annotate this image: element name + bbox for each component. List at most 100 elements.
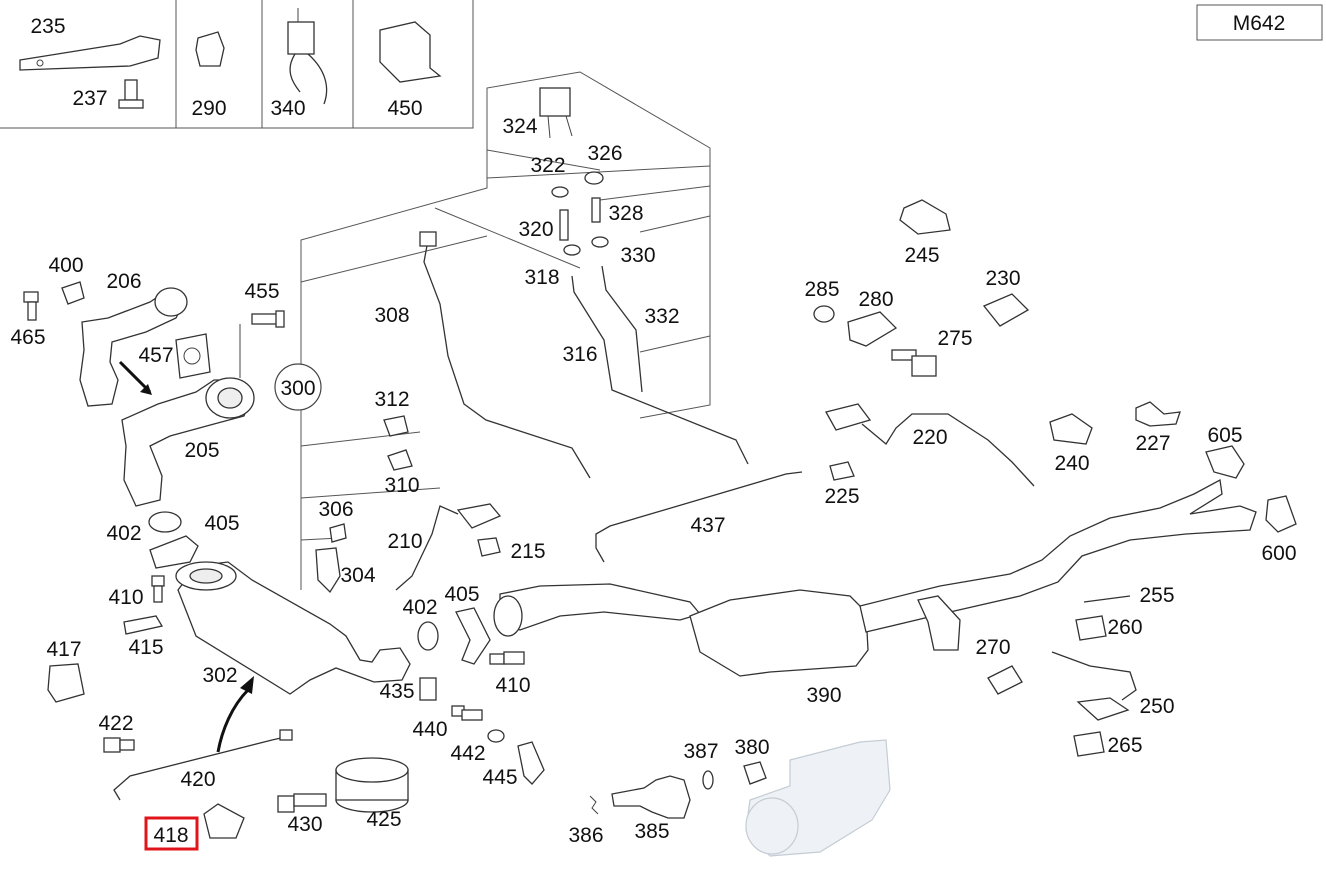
callout-435[interactable]: 435 <box>379 680 414 703</box>
callout-328[interactable]: 328 <box>608 202 643 225</box>
callout-210[interactable]: 210 <box>387 530 422 553</box>
bolt-440-part[interactable] <box>451 705 483 721</box>
plate-435-part[interactable] <box>419 677 437 701</box>
injector-385-part[interactable] <box>611 775 691 819</box>
callout-318[interactable]: 318 <box>524 266 559 289</box>
clamp-322-part[interactable] <box>551 186 569 198</box>
bolt-422-part[interactable] <box>103 737 135 753</box>
clamp-330-part[interactable] <box>591 236 609 248</box>
callout-306[interactable]: 306 <box>318 498 353 521</box>
clip-245-part[interactable] <box>899 199 951 235</box>
hose-328-part[interactable] <box>591 197 601 223</box>
callout-605[interactable]: 605 <box>1207 424 1242 447</box>
callout-385[interactable]: 385 <box>634 820 669 843</box>
converter-340-part[interactable] <box>287 8 328 105</box>
bolt-455-part[interactable] <box>251 310 285 328</box>
connector-417-part[interactable] <box>47 663 85 703</box>
callout-410-b[interactable]: 410 <box>495 674 530 697</box>
callout-230[interactable]: 230 <box>985 267 1020 290</box>
bracket-255-part[interactable] <box>1083 595 1131 603</box>
flange-405b-part[interactable] <box>455 607 491 665</box>
callout-240[interactable]: 240 <box>1054 452 1089 475</box>
callout-245[interactable]: 245 <box>904 244 939 267</box>
bracket-310-part[interactable] <box>387 449 413 471</box>
catalyst-390-part[interactable] <box>689 589 869 677</box>
sensor-cable-250-part[interactable] <box>1051 651 1137 701</box>
bracket-304-part[interactable] <box>315 547 341 594</box>
nozzle-380-part[interactable] <box>743 761 767 785</box>
washer-442-part[interactable] <box>487 729 505 743</box>
filter-302-part[interactable] <box>177 561 411 695</box>
callout-386[interactable]: 386 <box>568 824 603 847</box>
callout-425[interactable]: 425 <box>366 808 401 831</box>
clip-290-part[interactable] <box>195 31 225 67</box>
bushing-306-part[interactable] <box>329 523 347 543</box>
nut-215-part[interactable] <box>477 537 501 557</box>
callout-402-a[interactable]: 402 <box>106 522 141 545</box>
callout-205[interactable]: 205 <box>184 439 219 462</box>
callout-225[interactable]: 225 <box>824 485 859 508</box>
flange-405-part[interactable] <box>149 535 199 569</box>
clip-418-part[interactable] <box>203 803 245 839</box>
line-316-part[interactable] <box>571 275 749 465</box>
connector-270-part[interactable] <box>987 665 1023 695</box>
callout-250[interactable]: 250 <box>1139 695 1174 718</box>
bracket-445-part[interactable] <box>517 741 545 785</box>
callout-400[interactable]: 400 <box>48 254 83 277</box>
bolt-465-part[interactable] <box>23 291 39 321</box>
nut-260-part[interactable] <box>1075 615 1107 641</box>
rear-pipe-part[interactable] <box>859 478 1257 633</box>
callout-316[interactable]: 316 <box>562 343 597 366</box>
hose-320-part[interactable] <box>559 209 569 241</box>
heat-shield-450-part[interactable] <box>379 21 442 83</box>
callout-275[interactable]: 275 <box>937 327 972 350</box>
sensor-cable-210-part[interactable] <box>395 505 459 591</box>
callout-442[interactable]: 442 <box>450 742 485 765</box>
clamp-326-part[interactable] <box>584 171 604 185</box>
callout-215[interactable]: 215 <box>510 540 545 563</box>
callout-300-circle[interactable]: 300 <box>274 363 322 411</box>
bracket-312-part[interactable] <box>383 415 409 437</box>
callout-422[interactable]: 422 <box>98 712 133 735</box>
bolt-237-part[interactable] <box>118 79 144 109</box>
callout-260[interactable]: 260 <box>1107 616 1142 639</box>
callout-310[interactable]: 310 <box>384 474 419 497</box>
callout-390[interactable]: 390 <box>806 684 841 707</box>
callout-420[interactable]: 420 <box>180 768 215 791</box>
callout-308[interactable]: 308 <box>374 304 409 327</box>
callout-457[interactable]: 457 <box>138 344 173 367</box>
callout-600[interactable]: 600 <box>1261 542 1296 565</box>
callout-445[interactable]: 445 <box>482 766 517 789</box>
callout-405-a[interactable]: 405 <box>204 512 239 535</box>
callout-324[interactable]: 324 <box>502 115 537 138</box>
callout-450[interactable]: 450 <box>387 97 422 120</box>
callout-326[interactable]: 326 <box>587 142 622 165</box>
callout-330[interactable]: 330 <box>620 244 655 267</box>
bolt-430-part[interactable] <box>277 793 327 813</box>
gasket-457-part[interactable] <box>175 333 211 379</box>
clamp-318-part[interactable] <box>563 244 581 256</box>
callout-340[interactable]: 340 <box>270 97 305 120</box>
cover-425-part[interactable] <box>335 757 409 813</box>
bolt-410b-part[interactable] <box>489 651 525 665</box>
callout-455[interactable]: 455 <box>244 280 279 303</box>
callout-280[interactable]: 280 <box>858 288 893 311</box>
sensor-cable-220-part[interactable] <box>861 413 1035 487</box>
callout-418[interactable]: 418 <box>153 824 188 847</box>
callout-437[interactable]: 437 <box>690 514 725 537</box>
callout-304[interactable]: 304 <box>340 564 375 587</box>
connector-230-part[interactable] <box>982 293 1030 327</box>
gasket-402-part[interactable] <box>148 511 182 533</box>
callout-405-b[interactable]: 405 <box>444 583 479 606</box>
sensor-415-part[interactable] <box>123 615 164 635</box>
clamp-227-part[interactable] <box>1135 401 1181 427</box>
control-unit-220-part[interactable] <box>825 403 872 431</box>
callout-417[interactable]: 417 <box>46 638 81 661</box>
clip-240-part[interactable] <box>1049 413 1093 445</box>
callout-285[interactable]: 285 <box>804 278 839 301</box>
nut-225-part[interactable] <box>829 461 855 481</box>
callout-227[interactable]: 227 <box>1135 432 1170 455</box>
callout-322[interactable]: 322 <box>530 154 565 177</box>
callout-465[interactable]: 465 <box>10 326 45 349</box>
callout-320[interactable]: 320 <box>518 218 553 241</box>
